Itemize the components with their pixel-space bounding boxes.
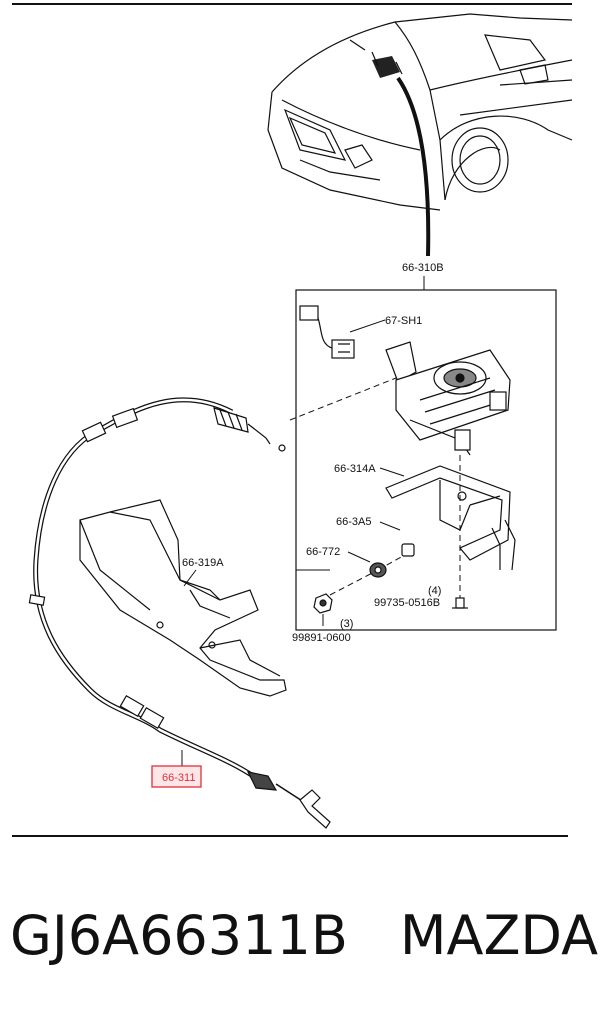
leader-line <box>379 467 405 477</box>
bracket-illustration <box>385 465 516 571</box>
leader-line <box>347 551 371 563</box>
assembly-box <box>295 289 557 631</box>
nut-illustration <box>313 593 333 614</box>
release-handle-icon <box>371 51 403 78</box>
bushing-illustration <box>401 543 415 557</box>
latch-actuator-illustration <box>385 341 511 456</box>
part-number: GJ6A66311B <box>10 904 348 967</box>
leader-line <box>349 319 386 333</box>
callout-66-314A: 66-314A <box>334 463 376 475</box>
release-cable-illustration <box>33 397 258 781</box>
leader-line <box>379 521 401 531</box>
callout-99735-0516B: 99735-0516B <box>374 597 440 609</box>
leader-line <box>183 569 197 587</box>
car-front-illustration <box>267 13 573 211</box>
callout-66-310B: 66-310B <box>402 262 444 274</box>
release-cable-line <box>396 76 431 257</box>
callout-99891-0600: 99891-0600 <box>292 632 351 644</box>
callout-nut-quantity: (3) <box>340 618 353 630</box>
part-caption: GJ6A66311B MAZDA <box>10 896 599 976</box>
callout-bolt-quantity: (4) <box>428 585 441 597</box>
callout-66-311: 66-311 <box>162 772 195 784</box>
brand-name: MAZDA <box>399 904 599 967</box>
callout-66-3A5: 66-3A5 <box>336 516 371 528</box>
highlight-box <box>151 765 202 788</box>
cable-end-fitting-top <box>213 407 286 452</box>
connector-illustration <box>299 305 355 359</box>
bolt-illustration <box>452 597 468 609</box>
callout-66-319A: 66-319A <box>182 557 224 569</box>
cable-sleeves <box>28 407 165 730</box>
callout-67-SH1: 67-SH1 <box>385 315 422 327</box>
callout-66-772: 66-772 <box>306 546 340 558</box>
cable-end-fitting-bottom <box>246 771 331 829</box>
grommet-illustration <box>369 562 387 578</box>
cover-illustration <box>79 499 287 697</box>
